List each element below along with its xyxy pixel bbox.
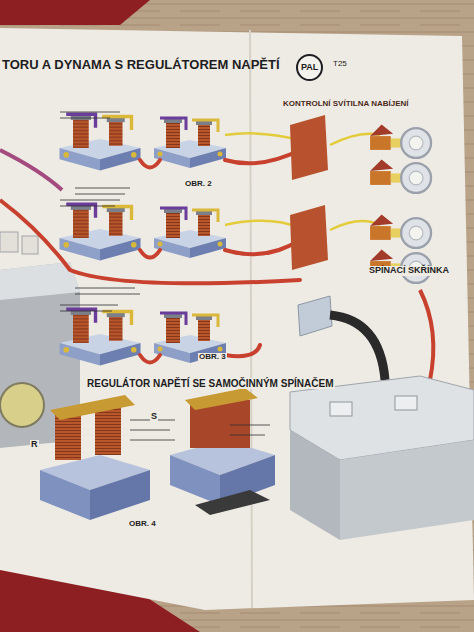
figure-number: OBR. 4 [128, 520, 157, 529]
callout-letter: R [30, 440, 39, 450]
logo-circle: PAL [296, 54, 323, 81]
component-label: SPÍNACÍ SKŘÍNKA [368, 266, 450, 276]
callout-letter: S [150, 412, 158, 422]
logo-text: PAL [301, 63, 318, 73]
sheet-number: T25 [332, 60, 348, 69]
component-label: KONTROLNÍ SVÍTILNA NABÍJENÍ [282, 100, 409, 109]
figure-number: OBR. 2 [184, 180, 213, 189]
poster-title: TORU A DYNAMA S REGULÁTOREM NAPĚTÍ [2, 58, 280, 72]
section-heading: REGULÁTOR NAPĚTÍ SE SAMOČINNÝM SPÍNAČEM [86, 378, 335, 389]
figure-number: OBR. 3 [198, 353, 227, 362]
